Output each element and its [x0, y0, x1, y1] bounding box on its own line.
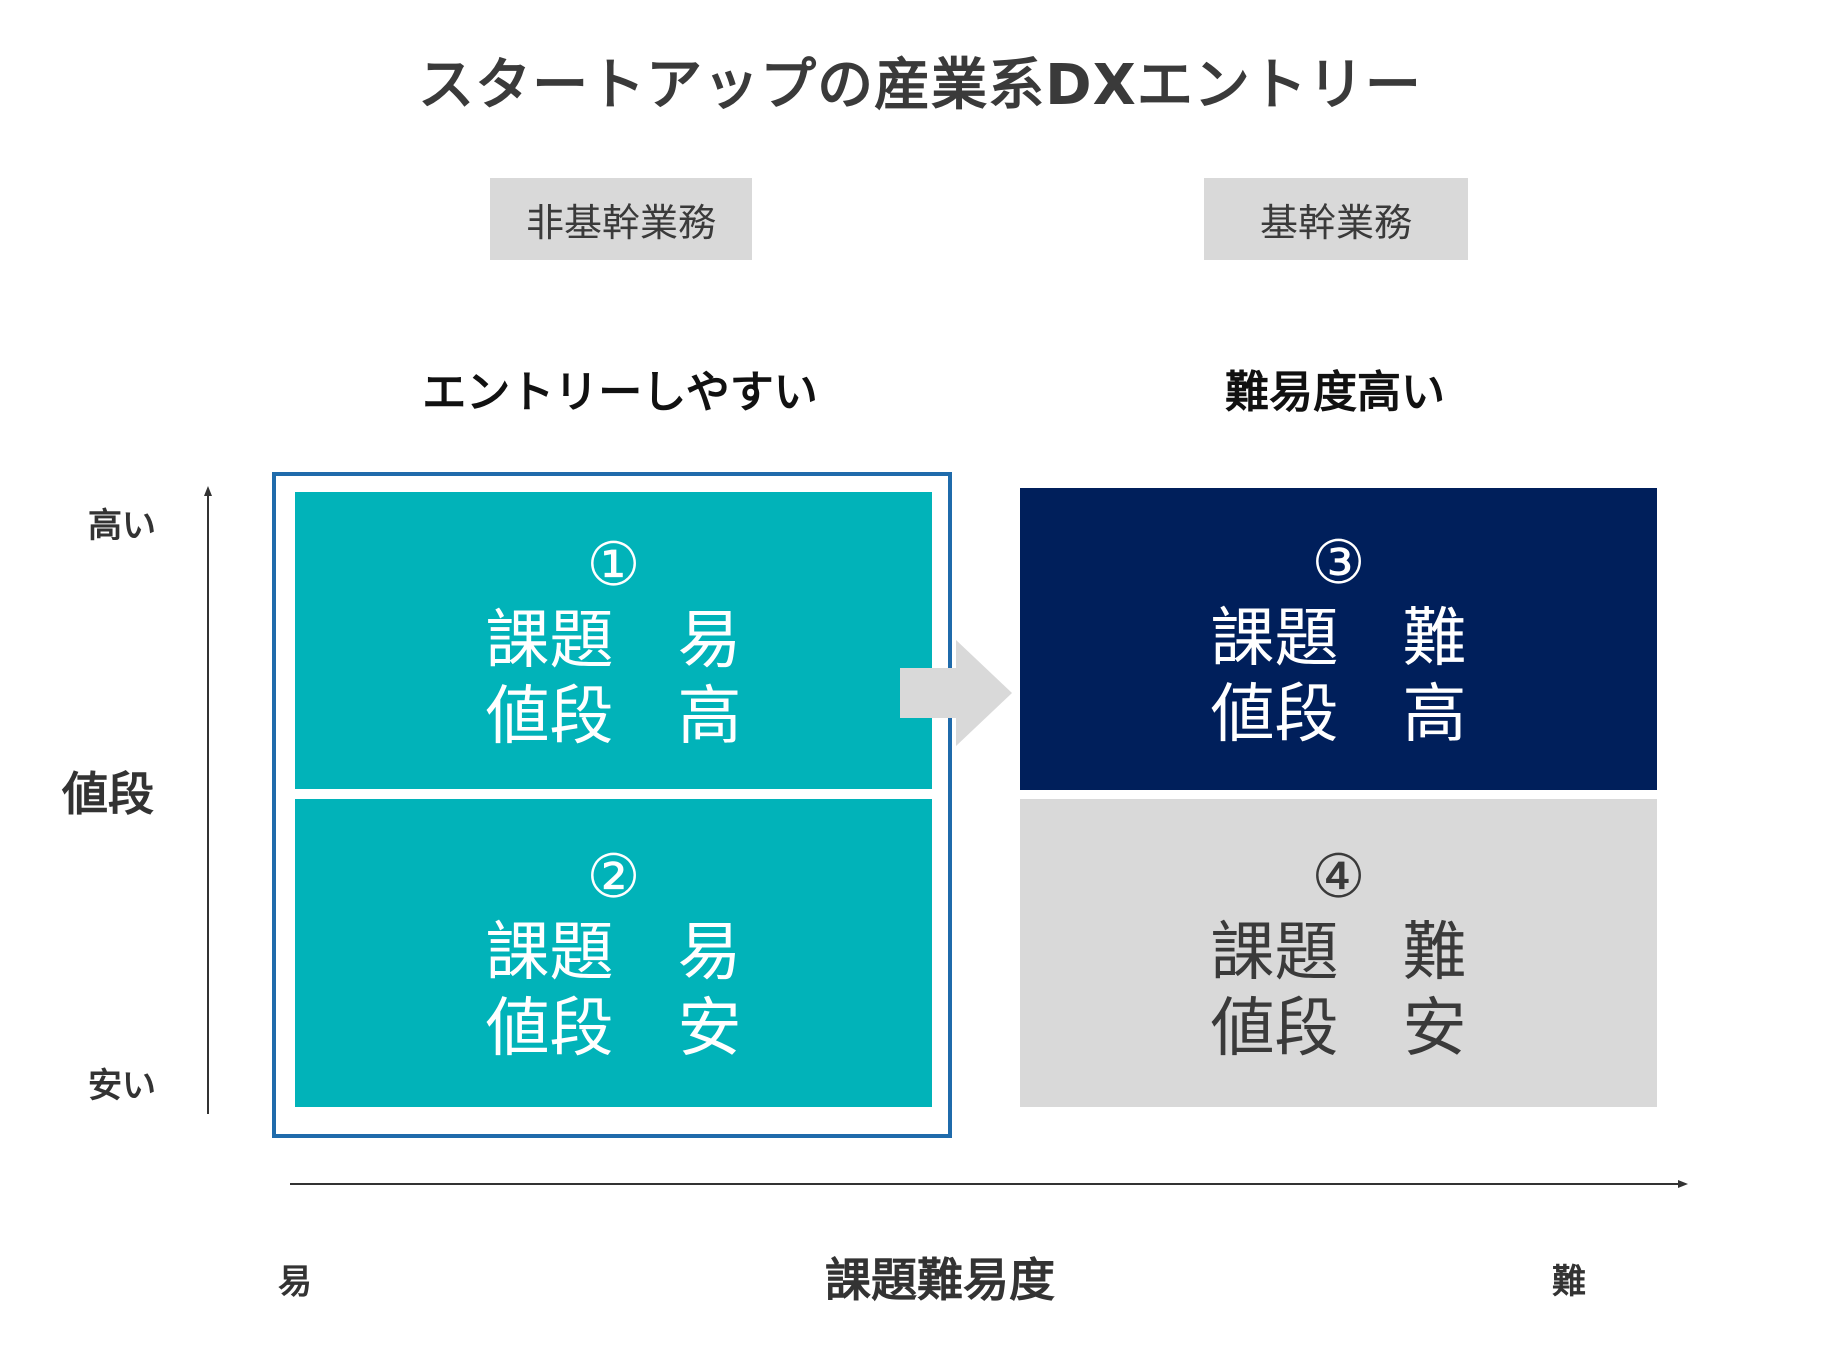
- right-arrow-icon: [900, 640, 1012, 746]
- quadrant-number: ②: [586, 842, 641, 912]
- x-axis-title: 課題難易度: [825, 1253, 1055, 1307]
- quadrant-4: ④ 課題 難 値段 安: [1020, 799, 1657, 1107]
- quadrant-issue-line: 課題 難: [1210, 602, 1467, 676]
- quadrant-3: ③ 課題 難 値段 高: [1020, 488, 1657, 790]
- quadrant-2: ② 課題 易 値段 安: [295, 799, 932, 1107]
- y-axis-high-label: 高い: [88, 506, 156, 546]
- quadrant-price-line: 値段 高: [485, 679, 742, 754]
- quadrant-price-line: 値段 安: [1210, 992, 1467, 1066]
- y-axis-title: 値段: [62, 767, 154, 821]
- x-axis-hard-label: 難: [1552, 1262, 1586, 1302]
- quadrant-number: ④: [1311, 842, 1366, 912]
- diagram-title: スタートアップの産業系DXエントリー: [418, 53, 1422, 118]
- quadrant-1: ① 課題 易 値段 高: [295, 492, 932, 789]
- highlight-frame: [272, 472, 952, 1138]
- non-core-business-tag: 非基幹業務: [490, 178, 752, 260]
- quadrant-issue-line: 課題 難: [1210, 916, 1467, 990]
- core-business-tag: 基幹業務: [1204, 178, 1468, 260]
- quadrant-price-line: 値段 安: [485, 992, 742, 1066]
- quadrant-price-line: 値段 高: [1210, 678, 1467, 752]
- x-axis-arrow-icon: [290, 1180, 1688, 1188]
- quadrant-issue-line: 課題 易: [485, 603, 742, 678]
- quadrant-number: ①: [586, 529, 641, 600]
- x-axis-easy-label: 易: [278, 1262, 312, 1302]
- high-difficulty-heading: 難易度高い: [1225, 367, 1445, 418]
- quadrant-issue-line: 課題 易: [485, 916, 742, 990]
- y-axis-low-label: 安い: [88, 1066, 156, 1106]
- quadrant-number: ③: [1311, 528, 1366, 598]
- y-axis-arrow-icon: [204, 486, 212, 1114]
- easy-entry-heading: エントリーしやすい: [422, 367, 818, 418]
